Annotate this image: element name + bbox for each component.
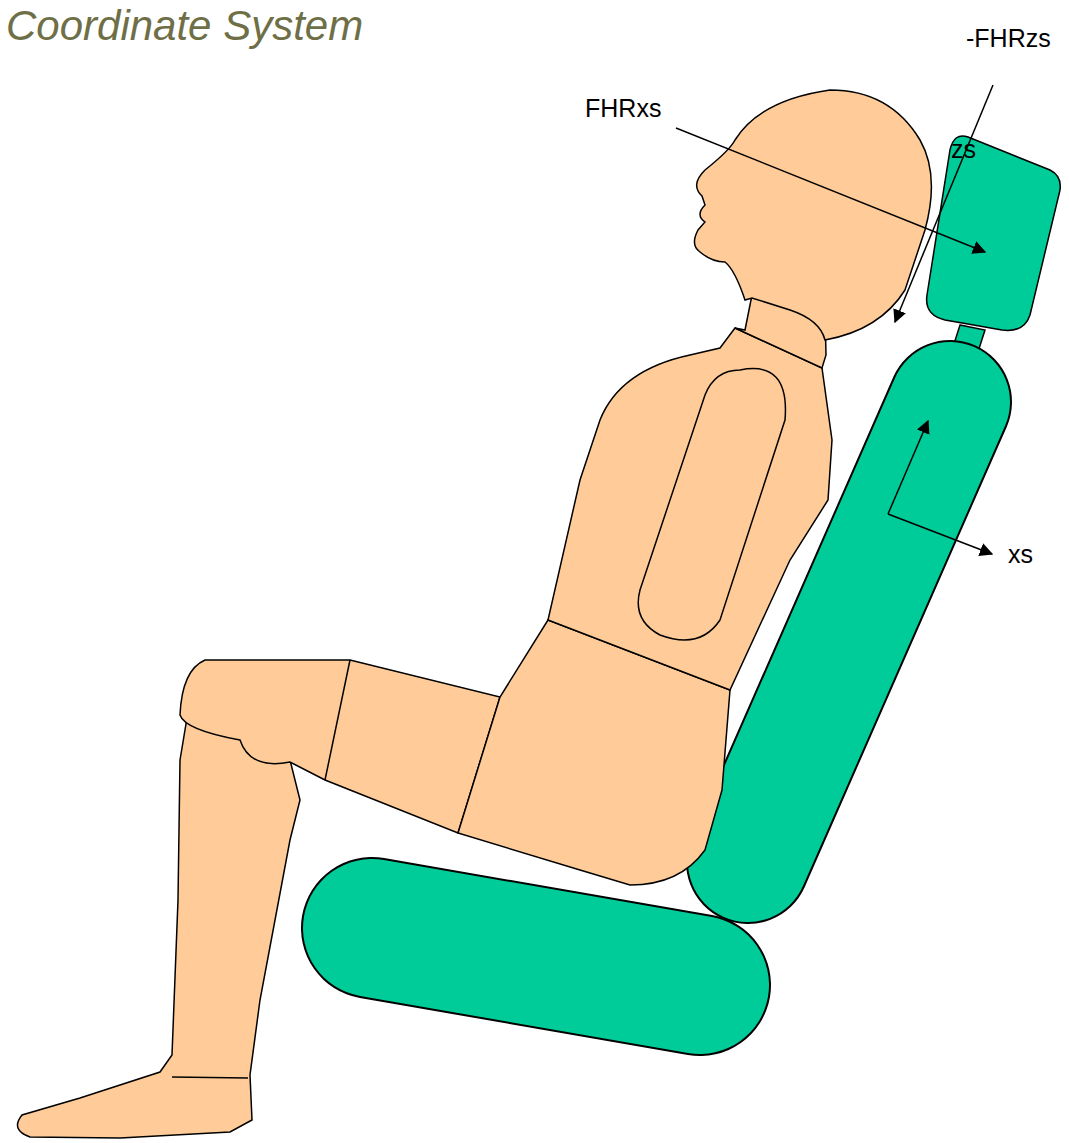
- axis-label: xs: [1008, 540, 1033, 569]
- axis-label: -FHRzs: [966, 24, 1051, 53]
- axis-label: zs: [951, 135, 976, 164]
- fhrzs-arrow: [895, 85, 993, 322]
- xs-axis: [888, 514, 992, 554]
- axis-arrows: [676, 85, 993, 554]
- diagram-title: Coordinate System: [6, 2, 363, 50]
- zs-axis: [888, 421, 928, 514]
- fhrxs-arrow: [676, 128, 985, 252]
- seat-cushion: [372, 928, 700, 985]
- dummy: [18, 90, 932, 1138]
- axis-label: FHRxs: [585, 94, 661, 123]
- headrest: [927, 136, 1061, 331]
